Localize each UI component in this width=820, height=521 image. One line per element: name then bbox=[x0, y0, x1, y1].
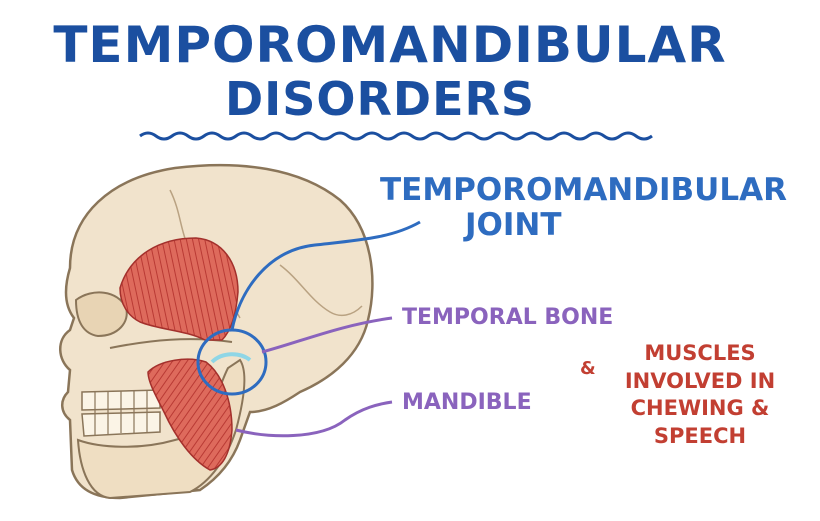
mandible-label: Mandible bbox=[402, 390, 532, 415]
muscles-label: Muscles Involved in Chewing & Speech bbox=[605, 340, 795, 451]
lambdoid-suture bbox=[279, 264, 363, 317]
tmj-label-line-1: Temporomandibular bbox=[380, 172, 787, 208]
temporal-bone-leader-line bbox=[261, 316, 393, 354]
muscles-label-line-1: Muscles bbox=[644, 341, 756, 365]
muscles-bullet: & bbox=[580, 358, 596, 379]
muscles-label-line-2: Involved in bbox=[624, 368, 776, 393]
teeth-dividers bbox=[94, 390, 148, 435]
temporal-bone-label: Temporal Bone bbox=[402, 305, 614, 330]
title-underline bbox=[139, 131, 653, 141]
tmj-disc bbox=[210, 352, 252, 364]
page-subtitle: Disorders bbox=[224, 72, 536, 126]
temporalis-muscle bbox=[119, 237, 239, 341]
mandible-leader-line bbox=[235, 400, 393, 438]
muscles-label-line-3: Chewing & bbox=[630, 396, 770, 421]
eye-socket bbox=[74, 291, 128, 338]
page-title: Temporomandibular bbox=[53, 16, 727, 74]
muscles-label-line-4: Speech bbox=[653, 424, 747, 449]
tmj-label-line-2: Joint bbox=[465, 207, 562, 243]
tmj-leader-line bbox=[230, 220, 421, 331]
